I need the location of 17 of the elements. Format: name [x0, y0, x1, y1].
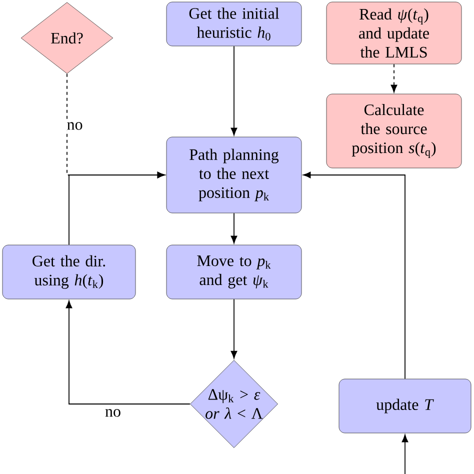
process-box: update T: [338, 378, 472, 434]
process-box: Move to p$_{k}$ and get ψ$_{k}$: [166, 244, 302, 300]
edge-label: no: [66, 121, 84, 131]
arrow: [303, 172, 406, 380]
arrow: [402, 434, 408, 474]
arrow: [390, 64, 398, 92]
arrow: [230, 212, 238, 244]
arrow: [230, 46, 238, 136]
arrow: [68, 172, 165, 246]
arrow: [230, 298, 238, 359]
edge-label: no: [104, 408, 122, 418]
process-box: Read ψ(t$_{q}$) and update the LMLS: [326, 2, 462, 64]
arrow: [66, 300, 190, 404]
process-box: Path planning to the next position p$_{k}$: [166, 136, 302, 214]
process-box: Get the initial heuristic h$_{0}$: [166, 2, 302, 46]
process-box: Get the dir. using h(t$_{k}$): [2, 244, 136, 300]
process-box: Calculate the source position s(t$_{q}$): [326, 94, 462, 168]
